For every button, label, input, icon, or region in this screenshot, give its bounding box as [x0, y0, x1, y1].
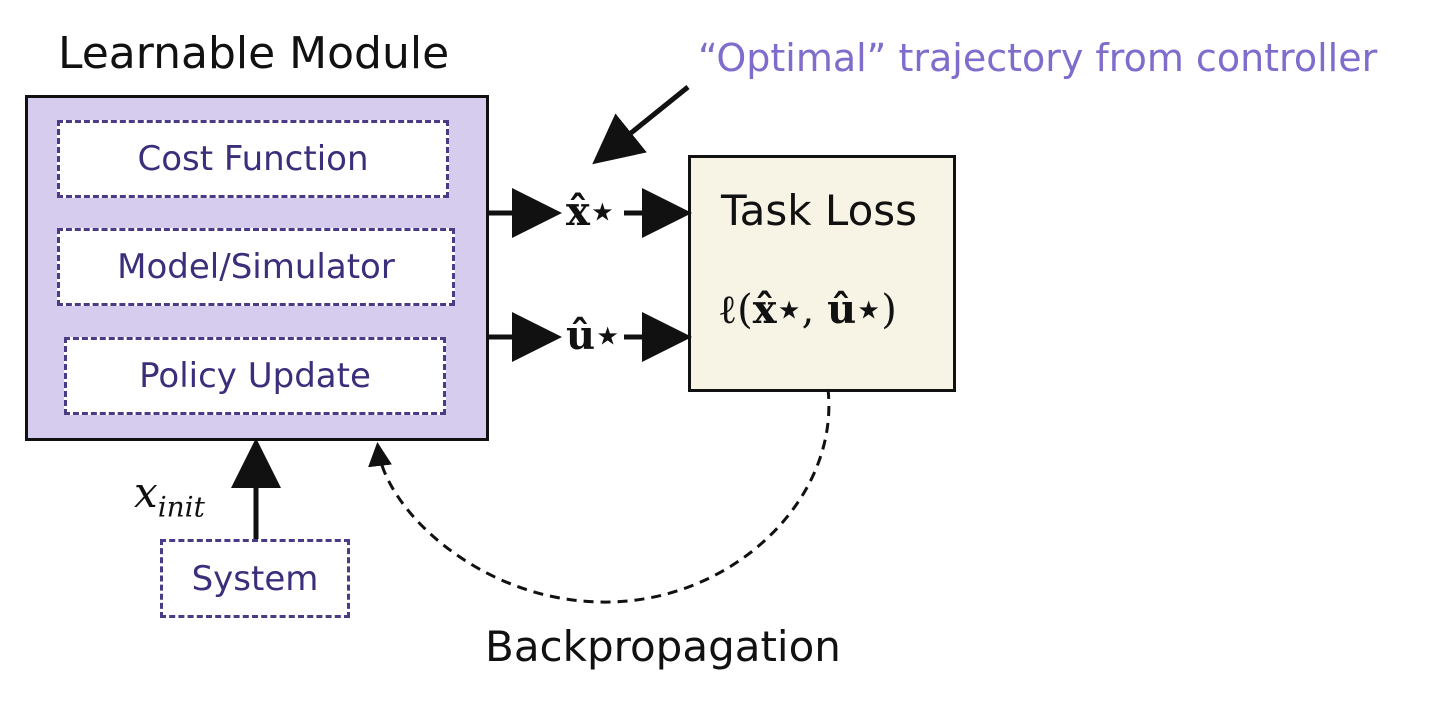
loss-prefix: ℓ( — [718, 287, 753, 333]
system-label: System — [191, 558, 319, 599]
u-star-label: û⋆ — [566, 312, 621, 359]
x-star-label: x̂⋆ — [566, 188, 615, 235]
loss-separator: , — [801, 287, 828, 333]
loss-suffix: ) — [881, 287, 897, 333]
learnable-module-title: Learnable Module — [58, 28, 450, 79]
policy-update-box: Policy Update — [64, 337, 446, 415]
model-simulator-label: Model/Simulator — [117, 247, 395, 287]
cost-function-box: Cost Function — [57, 120, 449, 198]
cost-function-label: Cost Function — [137, 139, 369, 179]
backpropagation-label: Backpropagation — [485, 622, 841, 671]
x-init-label: xinit — [134, 468, 205, 523]
optimal-trajectory-annotation: “Optimal” trajectory from controller — [698, 36, 1378, 80]
task-loss-formula: ℓ(x̂⋆, û⋆) — [718, 286, 897, 333]
loss-x-star: x̂⋆ — [752, 286, 802, 333]
system-box: System — [160, 539, 350, 618]
policy-update-label: Policy Update — [139, 356, 371, 396]
task-loss-title: Task Loss — [720, 186, 918, 235]
arrow-annotation-pointer — [592, 85, 690, 165]
task-loss-box — [688, 155, 956, 392]
x-init-subscript: init — [157, 490, 205, 524]
model-simulator-box: Model/Simulator — [57, 228, 455, 306]
loss-u-star: û⋆ — [827, 286, 882, 333]
backpropagation-curve — [368, 388, 831, 604]
x-init-base: x — [134, 468, 158, 517]
